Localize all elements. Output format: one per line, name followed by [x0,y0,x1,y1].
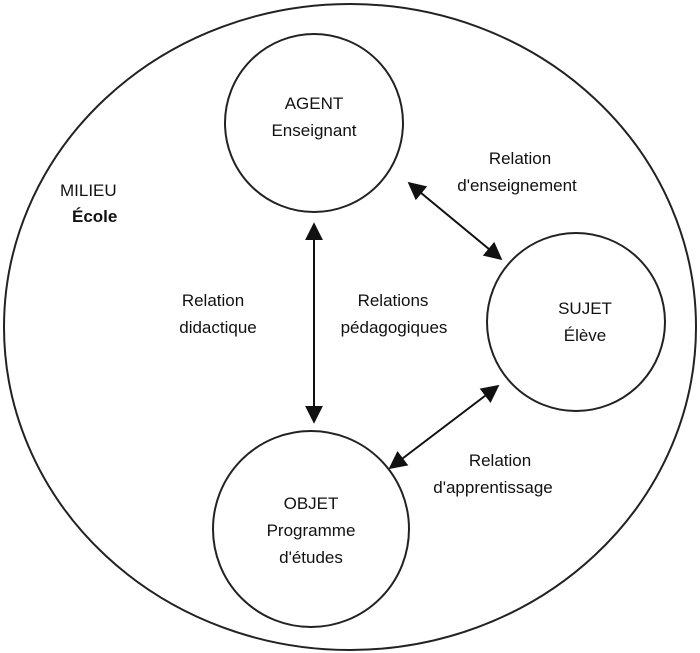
objet-node: OBJET Programme d'études [212,430,410,628]
milieu-ellipse [3,3,697,651]
relations-pedagogiques-line1: Relations [358,291,429,310]
relation-enseignement-arrow [407,181,503,261]
relation-apprentissage-label: Relation d'apprentissage [433,451,553,497]
relation-apprentissage-arrow [388,384,500,470]
relations-pedagogiques-label: Relations pédagogiques [341,291,448,337]
agent-node: AGENT Enseignant [224,33,404,213]
relations-pedagogiques-line2: pédagogiques [341,318,448,337]
sujet-node: SUJET Élève [486,232,666,412]
objet-program: Programme [267,521,356,540]
agent-circle [224,33,404,213]
sujet-circle [486,232,666,412]
sujet-title: SUJET [558,299,612,318]
relation-didactique-line1: Relation [182,291,244,310]
agent-role: Enseignant [271,121,356,140]
relation-apprentissage-line2: d'apprentissage [433,478,553,497]
objet-studies: d'études [279,548,343,567]
relation-enseignement-line2: d'enseignement [457,176,577,195]
relation-enseignement-label: Relation d'enseignement [457,149,577,195]
milieu-school-label: École [72,207,117,226]
agent-title: AGENT [285,94,344,113]
relation-enseignement-line1: Relation [489,149,551,168]
objet-title: OBJET [284,494,339,513]
objet-circle [212,430,410,628]
relation-didactique-line2: didactique [179,318,257,337]
relation-apprentissage-line1: Relation [469,451,531,470]
sujet-role: Élève [564,326,607,345]
relation-didactique-label: Relation didactique [179,291,257,337]
milieu-title: MILIEU [60,181,117,200]
